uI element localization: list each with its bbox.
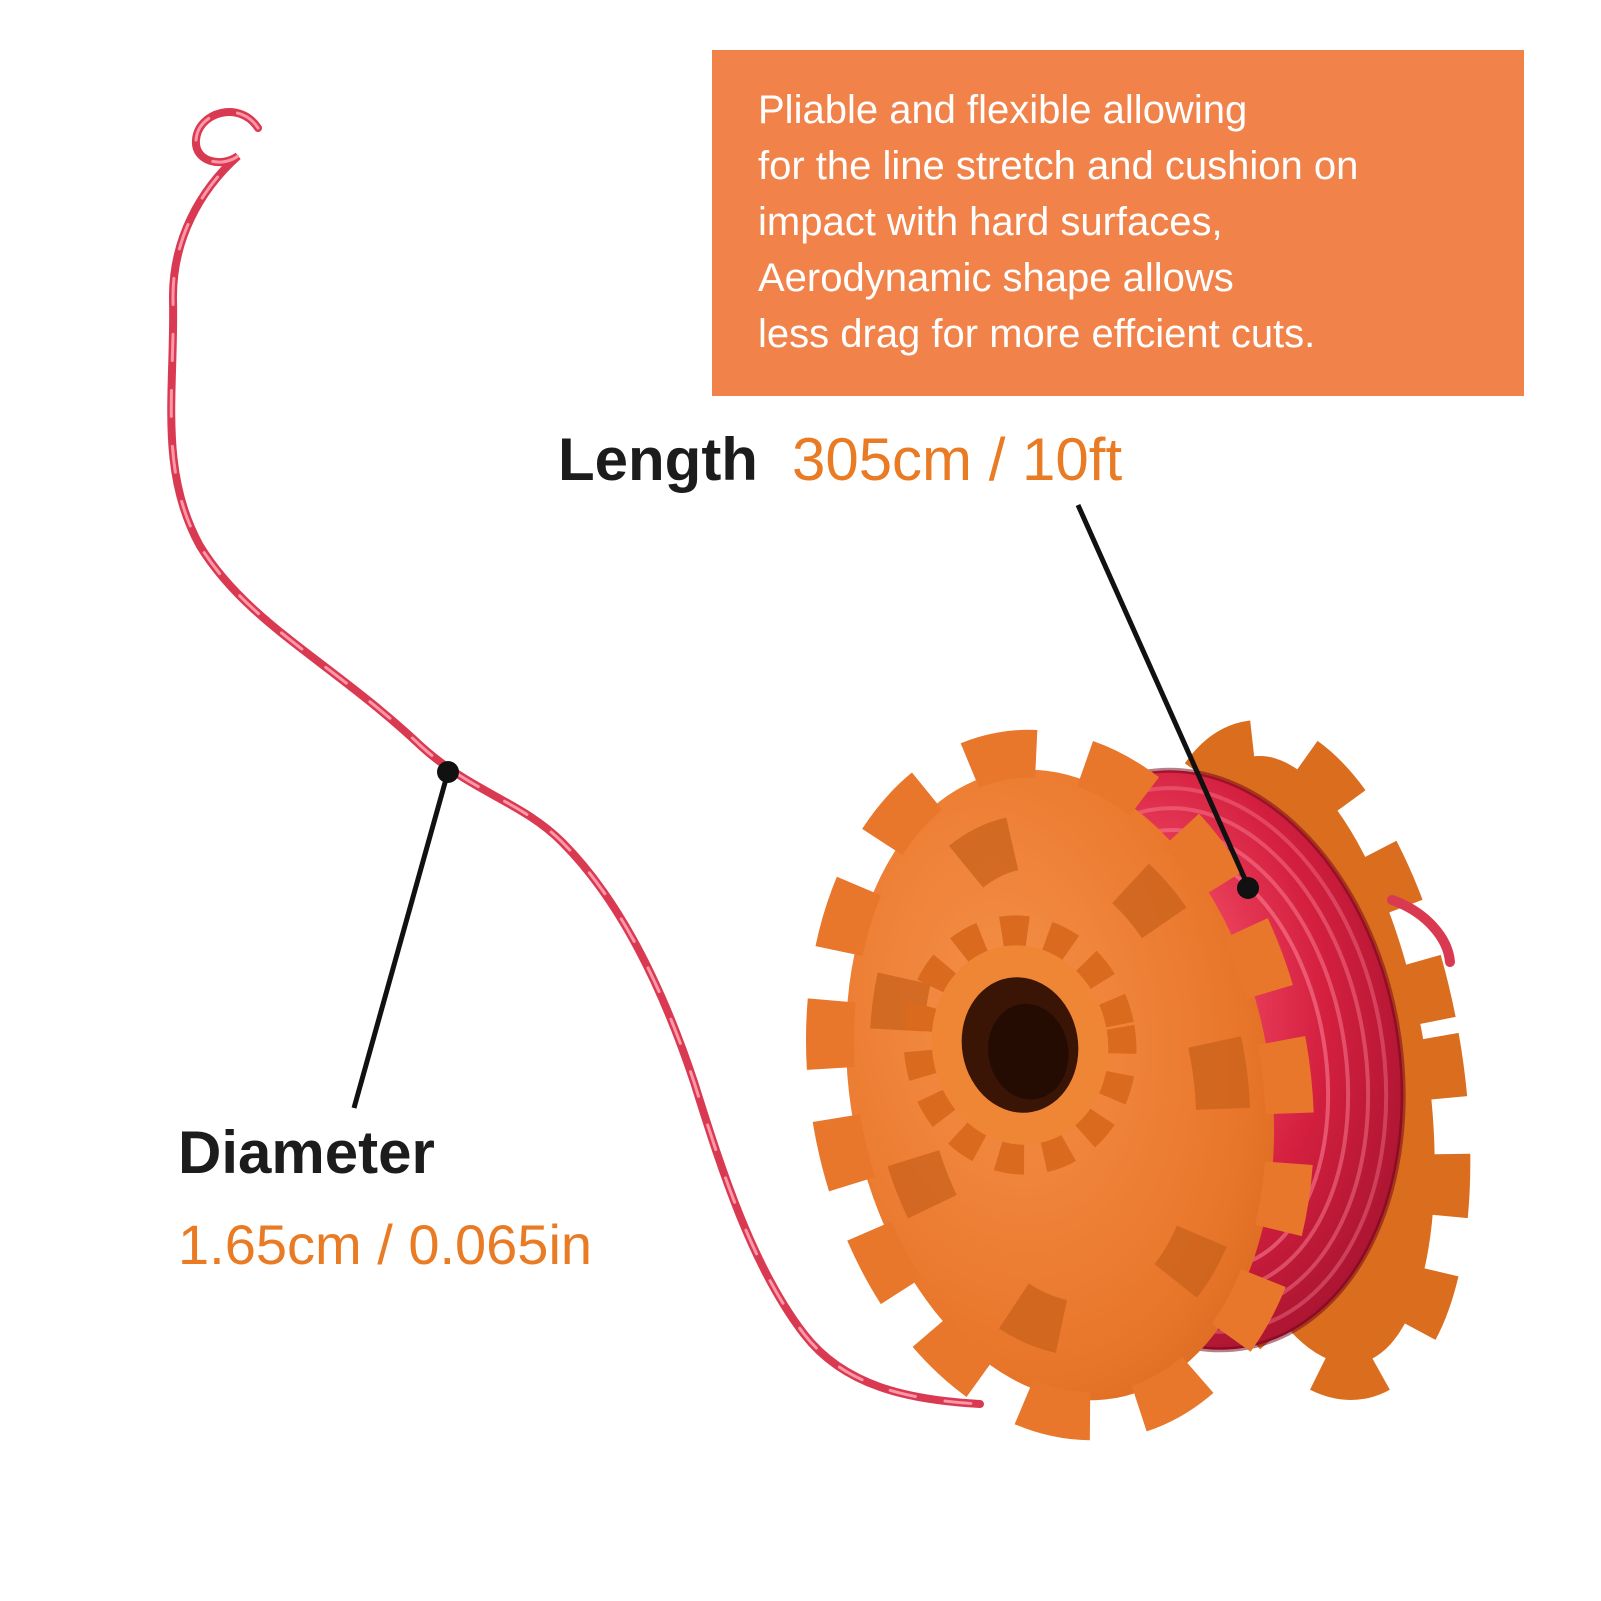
- length-callout-line: [1075, 503, 1251, 888]
- info-line-3: impact with hard surfaces,: [758, 200, 1223, 244]
- info-line-2: for the line stretch and cushion on: [758, 144, 1359, 188]
- diameter-callout: [351, 761, 459, 1109]
- spool-hub: [903, 915, 1137, 1175]
- diameter-callout-line: [351, 771, 451, 1109]
- info-line-1: Pliable and flexible allowing: [758, 88, 1248, 132]
- length-label: Length: [558, 426, 758, 493]
- trimmer-line: [167, 108, 984, 1408]
- feature-info-box: Pliable and flexible allowing for the li…: [712, 50, 1524, 396]
- info-line-5: less drag for more effcient cuts.: [758, 312, 1316, 356]
- diameter-value: 1.65cm / 0.065in: [178, 1213, 593, 1276]
- length-callout-dot: [1237, 877, 1259, 899]
- length-callout: [1075, 503, 1259, 899]
- diameter-callout-dot: [437, 761, 459, 783]
- diameter-label: Diameter: [178, 1119, 435, 1186]
- length-value: 305cm / 10ft: [791, 426, 1123, 493]
- info-line-4: Aerodynamic shape allows: [758, 256, 1234, 300]
- trimmer-line-tail: [1387, 895, 1455, 967]
- length-annotation: Length 305cm / 10ft: [558, 425, 1122, 494]
